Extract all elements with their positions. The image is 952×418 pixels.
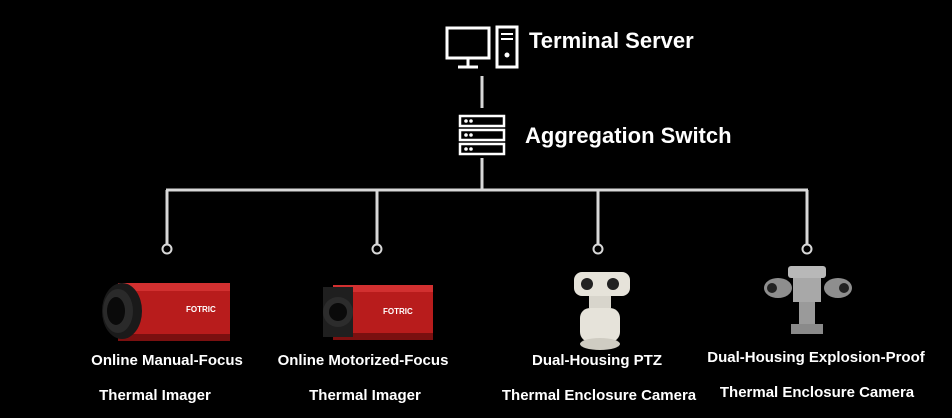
server-tower-icon	[495, 25, 519, 69]
device-3-label-line1: Dual-Housing PTZ	[532, 352, 662, 369]
monitor-icon	[445, 26, 491, 69]
camera-1-brand: FOTRIC	[186, 305, 216, 314]
drop-3	[592, 190, 604, 255]
drop-4	[801, 190, 813, 255]
motorized-focus-camera-image	[323, 285, 433, 340]
manual-focus-camera-image	[102, 283, 230, 341]
device-2-label-line2: Thermal Imager	[309, 387, 421, 404]
terminal-server-title: Terminal Server	[529, 28, 694, 53]
device-1-label-line2: Thermal Imager	[99, 387, 211, 404]
drop-2	[371, 190, 383, 255]
device-1-label-line1: Online Manual-Focus	[91, 352, 243, 369]
camera-2-brand: FOTRIC	[383, 307, 413, 316]
aggregation-switch-title: Aggregation Switch	[525, 123, 732, 148]
explosion-proof-camera-image	[764, 266, 852, 334]
device-2-label-line1: Online Motorized-Focus	[277, 352, 449, 369]
device-4-label-line2: Thermal Enclosure Camera	[719, 384, 915, 401]
device-4-label-line1: Dual-Housing Explosion-Proof	[707, 349, 925, 366]
drop-1	[161, 190, 173, 255]
ptz-camera-image	[574, 272, 630, 350]
switch-icon	[458, 114, 506, 156]
device-3-label-line2: Thermal Enclosure Camera	[501, 387, 697, 404]
